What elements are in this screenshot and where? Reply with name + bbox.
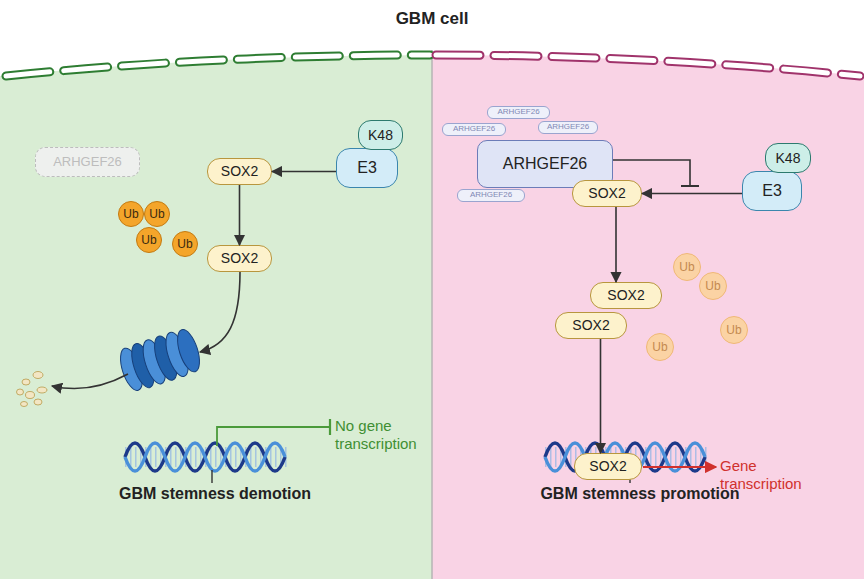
ligase-box: E3 bbox=[742, 171, 802, 211]
annotation-label: GBM stemness demotion bbox=[95, 484, 335, 503]
protein-box: SOX2 bbox=[207, 245, 272, 272]
blocked-transcription-bar bbox=[329, 419, 331, 435]
protein-box: SOX2 bbox=[555, 312, 627, 339]
node-text: ARHGEF26 bbox=[503, 156, 587, 173]
pathway-arrow bbox=[615, 207, 617, 282]
membrane bbox=[436, 55, 860, 76]
proteasome bbox=[116, 326, 204, 394]
protein-box: SOX2 bbox=[572, 180, 642, 207]
node-text: E3 bbox=[762, 183, 782, 200]
membrane bbox=[6, 55, 430, 76]
node-text: SOX2 bbox=[607, 288, 644, 303]
linkage-tag: K48 bbox=[358, 120, 403, 150]
node-text: SOX2 bbox=[572, 318, 609, 333]
left-panel bbox=[0, 55, 432, 579]
node-text: E3 bbox=[357, 160, 377, 177]
linkage-tag: K48 bbox=[765, 143, 811, 173]
node-text: Ub bbox=[726, 324, 741, 337]
node-text: Ub bbox=[652, 341, 667, 354]
protein-tag: ARHGEF26 bbox=[457, 189, 525, 202]
ubiquitin-circle: Ub bbox=[646, 333, 674, 361]
ubiquitin-circle: Ub bbox=[699, 272, 727, 300]
node-text: K48 bbox=[776, 151, 801, 166]
ubiquitin-circle: Ub bbox=[673, 253, 701, 281]
absent-protein-box: ARHGEF26 bbox=[35, 147, 140, 177]
annotation-label: No gene transcription bbox=[335, 417, 435, 453]
protein-tag: ARHGEF26 bbox=[442, 123, 506, 136]
node-text: Ub bbox=[141, 234, 156, 247]
ubiquitin-circle: Ub bbox=[172, 231, 198, 257]
fragment-arrow bbox=[52, 374, 128, 389]
ligase-box: E3 bbox=[336, 148, 398, 188]
node-text: Ub bbox=[177, 238, 192, 251]
pathway-arrow bbox=[272, 171, 336, 173]
protein-box: SOX2 bbox=[207, 158, 272, 185]
pathway-arrow bbox=[600, 339, 602, 453]
dna-stem bbox=[211, 470, 212, 483]
node-text: SOX2 bbox=[588, 186, 625, 201]
node-text: ARHGEF26 bbox=[470, 191, 512, 199]
ubiquitin-circle: Ub bbox=[144, 201, 170, 227]
ubiquitin-circle: Ub bbox=[118, 201, 144, 227]
dna-helix bbox=[125, 443, 290, 471]
protein-box: SOX2 bbox=[574, 453, 642, 480]
node-text: ARHGEF26 bbox=[547, 123, 589, 131]
ubiquitin-circle: Ub bbox=[720, 316, 748, 344]
node-text: ARHGEF26 bbox=[453, 125, 495, 133]
annotation-label: GBM stemness promotion bbox=[515, 484, 765, 503]
inhibition-bar bbox=[681, 185, 699, 187]
node-text: ARHGEF26 bbox=[497, 108, 539, 116]
node-text: K48 bbox=[368, 128, 393, 143]
membrane bbox=[6, 55, 430, 76]
node-text: SOX2 bbox=[221, 251, 258, 266]
pathway-arrow bbox=[642, 193, 742, 195]
node-text: Ub bbox=[705, 280, 720, 293]
protein-tag: ARHGEF26 bbox=[538, 121, 598, 134]
node-text: SOX2 bbox=[589, 459, 626, 474]
right-panel bbox=[432, 55, 864, 579]
pathway-arrow bbox=[239, 185, 241, 245]
protein-tag: ARHGEF26 bbox=[487, 106, 550, 119]
panel-divider bbox=[431, 50, 433, 579]
node-text: Ub bbox=[679, 261, 694, 274]
blocked-transcription-bracket bbox=[217, 427, 330, 446]
diagram-title: GBM cell bbox=[0, 9, 864, 29]
transcription-arrow bbox=[643, 466, 716, 468]
peptide-fragments bbox=[17, 372, 48, 407]
ubiquitin-circle: Ub bbox=[136, 227, 162, 253]
node-text: Ub bbox=[123, 208, 138, 221]
node-text: ARHGEF26 bbox=[53, 155, 122, 169]
node-text: SOX2 bbox=[221, 164, 258, 179]
node-text: Ub bbox=[149, 208, 164, 221]
membrane bbox=[436, 55, 860, 76]
degradation-arrow bbox=[200, 272, 240, 352]
protein-box: SOX2 bbox=[590, 282, 662, 309]
